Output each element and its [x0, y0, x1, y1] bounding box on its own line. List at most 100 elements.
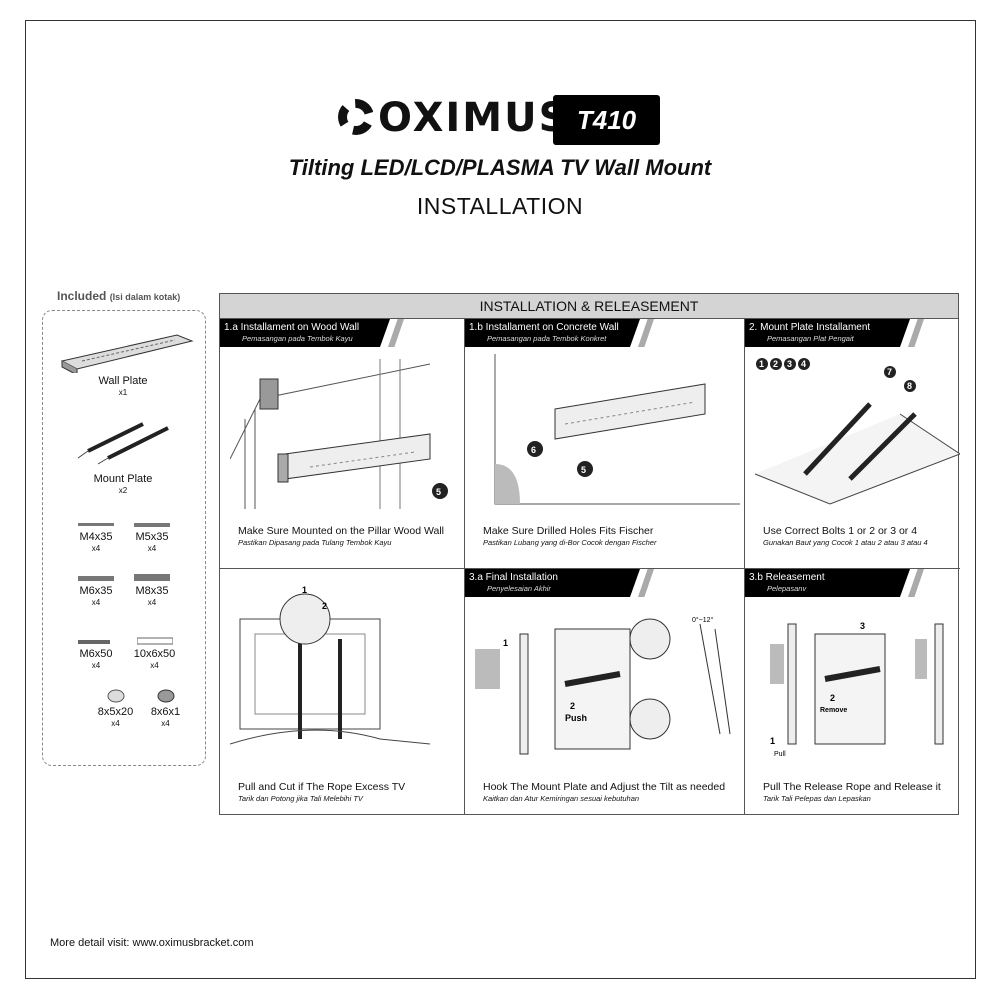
- washer-icon: [157, 689, 174, 703]
- section-title: INSTALLATION & RELEASEMENT: [220, 294, 958, 319]
- step-number: 1: [302, 585, 307, 595]
- mount-plate-illustration: 1 2 3 4 7 8: [754, 358, 960, 505]
- part-name: Mount Plate: [93, 473, 153, 485]
- screw-icon: [134, 523, 170, 527]
- tag-slant: [638, 319, 654, 347]
- step-number: 6: [531, 445, 536, 455]
- part-qty: x4: [147, 544, 157, 553]
- tag-slant: [388, 319, 404, 347]
- caption-subtext: Pastikan Lubang yang di-Bor Cocok dengan…: [483, 538, 657, 547]
- step-number: 1: [759, 359, 764, 369]
- spacer-icon: [107, 689, 124, 703]
- panel-title: 1.b Installament on Concrete Wall: [469, 322, 619, 333]
- push-label: Push: [565, 713, 587, 723]
- caption-text: Pull The Release Rope and Release it: [763, 781, 941, 793]
- step-number: 5: [581, 465, 586, 475]
- step-number: 1: [503, 638, 508, 648]
- screw-icon: [78, 576, 114, 581]
- part-name: M4x35: [79, 531, 113, 543]
- caption-subtext: Tarik dan Potong jika Tali Melebihi TV: [238, 794, 363, 803]
- gear-logo-icon: [338, 99, 374, 135]
- brand-logo: OXIMUS: [338, 98, 569, 138]
- product-subtitle: Tilting LED/LCD/PLASMA TV Wall Mount: [288, 155, 712, 180]
- part-name: M5x35: [135, 531, 169, 543]
- part-name: 8x6x1: [150, 706, 181, 718]
- panel-caption: Make Sure Mounted on the Pillar Wood Wal…: [238, 525, 444, 549]
- model-badge: T410: [553, 95, 660, 145]
- screw-icon: [134, 574, 170, 581]
- page-frame: [25, 20, 976, 979]
- included-label: Included: [57, 289, 107, 303]
- part-name: 10x6x50: [133, 648, 176, 660]
- panel-caption: Hook The Mount Plate and Adjust the Tilt…: [483, 781, 725, 805]
- screw-icon: [78, 640, 110, 644]
- step-number: 4: [801, 359, 806, 369]
- step-number: 7: [887, 367, 892, 377]
- panel-subtitle: Pemasangan pada Tembok Konkret: [487, 334, 607, 343]
- panel-subtitle: Penyelesaian Akhir: [487, 584, 551, 593]
- brand-name: OXIMUS: [378, 95, 570, 141]
- installation-grid: INSTALLATION & RELEASEMENT 1.a Installam…: [219, 293, 960, 815]
- caption-subtext: Tarik Tali Pelepas dan Lepaskan: [763, 794, 871, 803]
- part-qty: x4: [91, 544, 101, 553]
- footer-link-text: More detail visit: www.oximusbracket.com: [50, 937, 254, 949]
- panel-title: 3.b Releasement: [749, 572, 825, 583]
- tag-slant: [908, 569, 924, 597]
- part-qty: x2: [118, 486, 128, 495]
- wood-wall-illustration: 5: [230, 359, 448, 509]
- caption-subtext: Kaitkan dan Atur Kemiringan sesuai kebut…: [483, 794, 640, 803]
- part-name: 8x5x20: [97, 706, 134, 718]
- remove-label: Remove: [820, 707, 847, 714]
- step-number: 8: [907, 381, 912, 391]
- step-number: 2: [773, 359, 778, 369]
- part-name: M6x50: [79, 648, 113, 660]
- included-note: (Isi dalam kotak): [109, 292, 181, 302]
- part-qty: x4: [150, 661, 159, 670]
- part-qty: x4: [91, 661, 101, 670]
- panel-subtitle: Pemasangan Plat Pengait: [767, 334, 854, 343]
- part-qty: x4: [111, 719, 120, 728]
- concrete-wall-illustration: 6 5: [494, 354, 740, 505]
- part-name: Wall Plate: [98, 375, 148, 387]
- releasement-illustration: 1 Pull 2 Remove 3: [770, 621, 944, 758]
- part-qty: x1: [118, 388, 128, 397]
- step-number: 5: [436, 487, 441, 497]
- caption-subtext: Gunakan Baut yang Cocok 1 atau 2 atau 3 …: [763, 538, 928, 547]
- final-installation-illustration: 1 2 Push 0°~12°: [475, 616, 731, 755]
- part-qty: x4: [147, 598, 157, 607]
- panel-subtitle: Pelepasanv: [767, 584, 807, 593]
- wall-plate-image: [60, 334, 194, 373]
- step-number: 1: [770, 736, 775, 746]
- caption-text: Use Correct Bolts 1 or 2 or 3 or 4: [763, 525, 918, 537]
- step-number: 2: [322, 601, 327, 611]
- cut-rope-illustration: 1 2: [230, 585, 431, 745]
- caption-text: Hook The Mount Plate and Adjust the Tilt…: [483, 781, 726, 793]
- part-qty: x4: [161, 719, 170, 728]
- page-title: INSTALLATION: [416, 193, 584, 219]
- part-name: M6x35: [79, 585, 113, 597]
- bolt-number-labels: 1 2 3 4 7 8: [756, 358, 916, 392]
- step-number: 3: [787, 359, 792, 369]
- step-number: 2: [830, 693, 835, 703]
- mount-plate-image: [77, 422, 169, 465]
- caption-text: Make Sure Drilled Holes Fits Fischer: [483, 525, 654, 537]
